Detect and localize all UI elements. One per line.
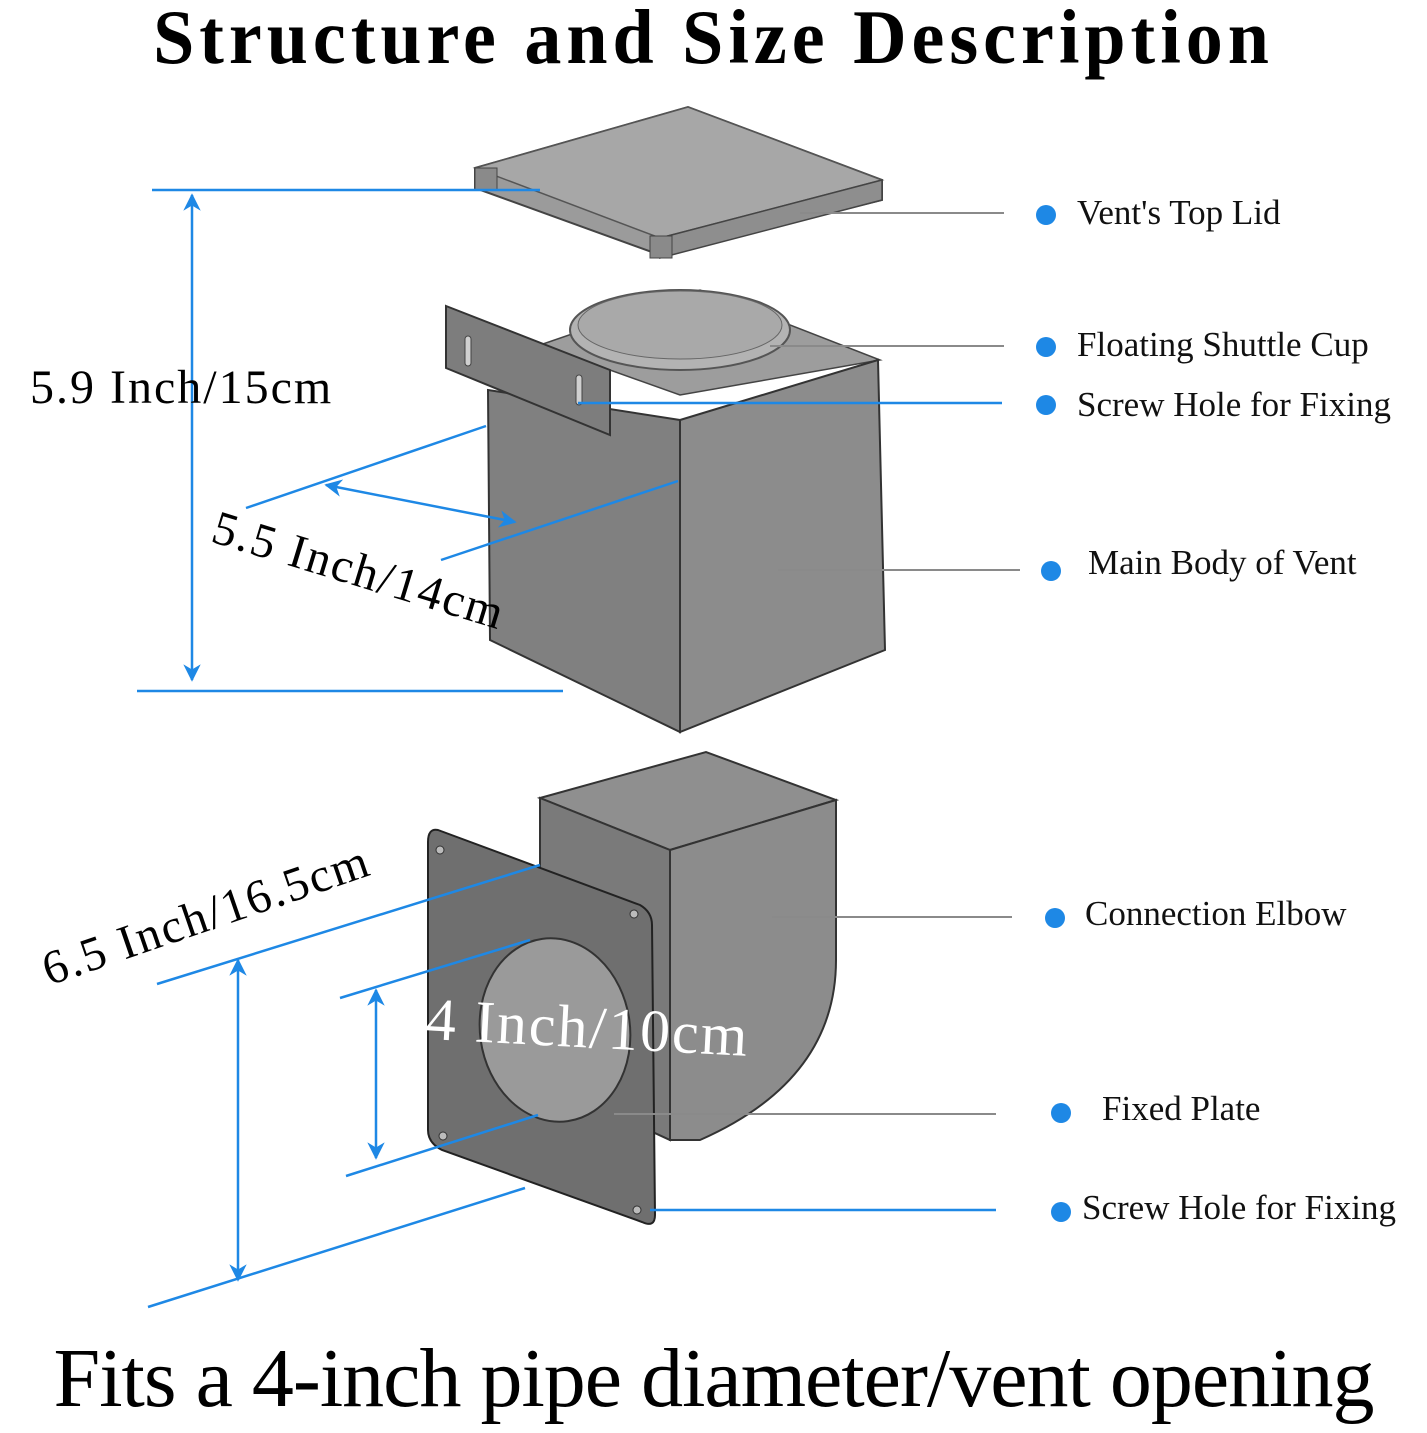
diagram-title: Structure and Size Description (153, 0, 1274, 82)
part-label-shuttle-cup: Floating Shuttle Cup (1077, 325, 1369, 364)
height-dimension-label: 5.9 Inch/15cm (30, 361, 334, 414)
dimension-lines (137, 188, 1002, 1309)
part-label-main-body: Main Body of Vent (1088, 543, 1357, 582)
part-label-screw-hole-bottom: Screw Hole for Fixing (1082, 1188, 1396, 1227)
bullet-icon (1036, 337, 1056, 357)
top-lid-part (472, 105, 885, 259)
part-label-screw-hole-top: Screw Hole for Fixing (1077, 385, 1391, 424)
bullet-icon (1041, 561, 1061, 581)
main-body-part (445, 289, 887, 734)
part-label-connection-elbow: Connection Elbow (1085, 894, 1347, 933)
bullet-icon (1045, 908, 1065, 928)
part-label-fixed-plate: Fixed Plate (1102, 1089, 1261, 1128)
leader-lines (614, 212, 1020, 1115)
bullet-icon (1051, 1103, 1071, 1123)
part-label-top-lid: Vent's Top Lid (1077, 193, 1281, 232)
bullet-icon (1036, 205, 1056, 225)
fixed-plate-part (427, 828, 657, 1225)
bullet-icon (1051, 1202, 1071, 1222)
bullet-icon (1036, 395, 1056, 415)
footer-caption: Fits a 4-inch pipe diameter/vent opening (53, 1332, 1375, 1425)
